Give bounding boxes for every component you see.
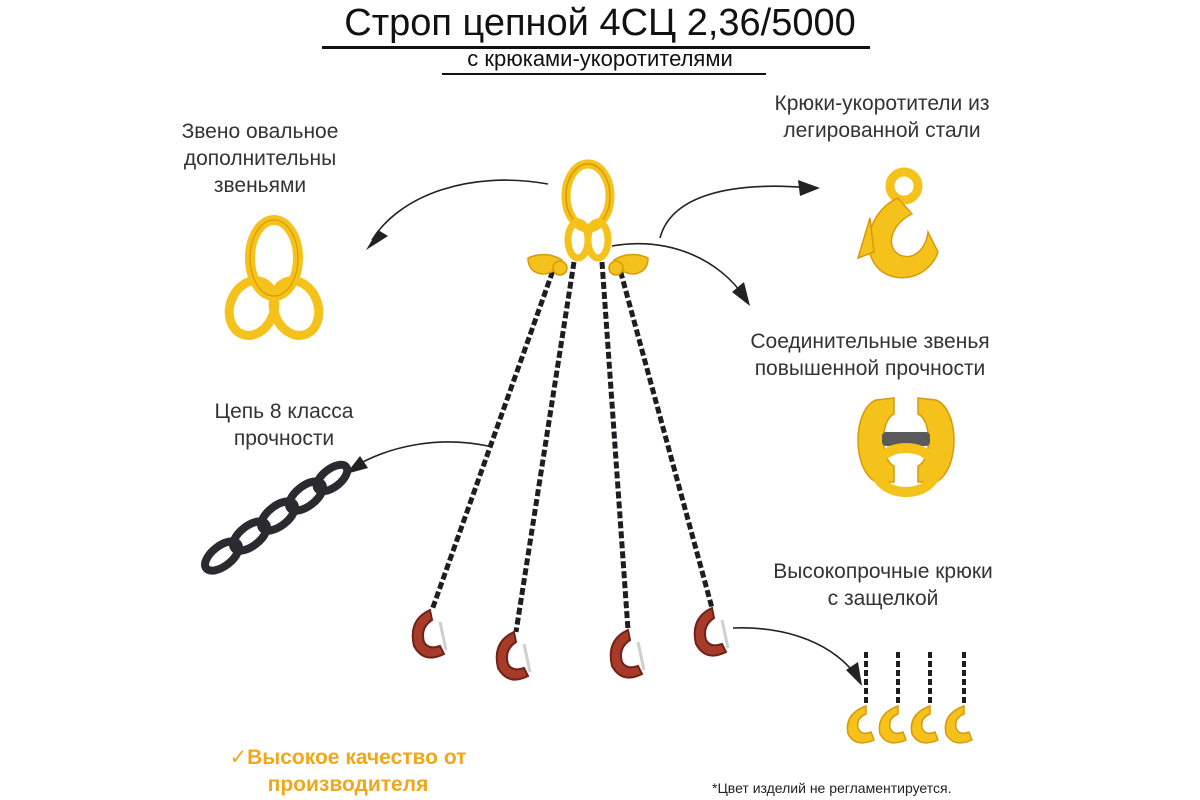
- arrowheads: [346, 180, 862, 686]
- oval-link-label: Звено овальное дополнительны звеньями: [150, 118, 370, 199]
- arrow-to-shortening-hook: [659, 185, 813, 239]
- shortening-hooks-label: Крюки-укоротители из легированной стали: [742, 90, 1022, 144]
- connecting-links-label-line1: Соединительные звенья: [750, 330, 990, 353]
- latch-hooks-label-line2: с защелкой: [827, 587, 939, 610]
- arrow-to-oval-link: [371, 179, 549, 241]
- connecting-link-icon: [857, 397, 955, 497]
- chain-grade-label-line1: Цепь 8 класса: [214, 400, 354, 423]
- latch-hooks-label-line1: Высокопрочные крюки: [773, 560, 993, 583]
- chain-grade-label-line2: прочности: [233, 427, 335, 450]
- quality-claim-line1: ✓Высокое качество от: [229, 746, 467, 769]
- connecting-links-label-line2: повышенной прочности: [754, 357, 986, 380]
- page-title: Строп цепной 4СЦ 2,36/5000: [344, 2, 856, 44]
- quality-claim: ✓Высокое качество от производителя: [218, 744, 478, 798]
- oval-link-label-line2: дополнительны: [183, 147, 337, 170]
- latch-hooks-icon: [846, 652, 973, 744]
- chain-grade-label: Цепь 8 класса прочности: [200, 398, 368, 452]
- arrow-to-latch-hooks: [732, 627, 859, 679]
- oval-link-label-line3: звеньями: [213, 174, 307, 197]
- subtitle-underline: [442, 73, 766, 75]
- shortening-hook-icon: [856, 167, 939, 279]
- color-note: *Цвет изделий не регламентируется.: [712, 780, 952, 796]
- arrow-to-chain: [351, 441, 489, 469]
- oval-link-label-line1: Звено овальное: [181, 120, 339, 143]
- pointer-arrows: [351, 179, 859, 679]
- chain-icon: [201, 460, 352, 575]
- master-link-icon: [224, 215, 324, 340]
- shortening-hooks-label-line2: легированной стали: [783, 119, 981, 142]
- latch-hooks-label: Высокопрочные крюки с защелкой: [748, 558, 1018, 612]
- connecting-links-label: Соединительные звенья повышенной прочнос…: [730, 328, 1010, 382]
- quality-claim-line2: производителя: [267, 773, 429, 796]
- shortening-hooks-label-line1: Крюки-укоротители из: [774, 92, 990, 115]
- page-subtitle: с крюками-укоротителями: [467, 46, 733, 71]
- sling-icon: [411, 159, 730, 681]
- title-underline: [322, 46, 870, 49]
- arrow-to-connecting-link: [611, 242, 746, 299]
